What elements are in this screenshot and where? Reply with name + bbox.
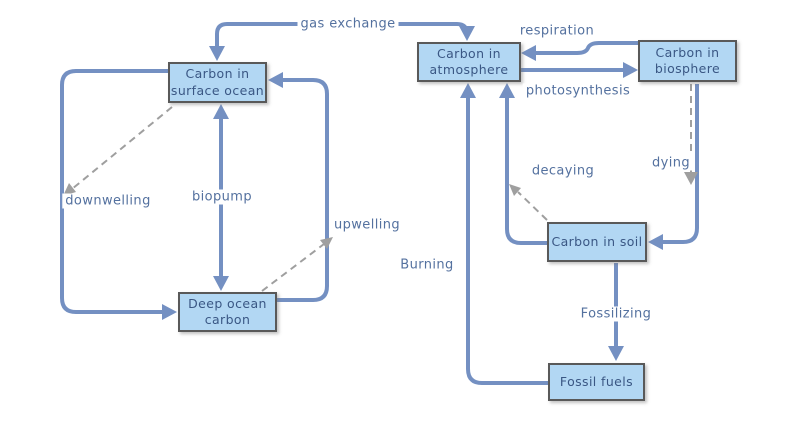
- node-deep-ocean-carbon: Deep ocean carbon: [178, 292, 277, 332]
- edge-label-fossilizing: Fossilizing: [577, 306, 655, 322]
- arrowhead-gas-exchange-to-atmosphere: [459, 26, 475, 41]
- edge-label-respiration: respiration: [516, 23, 598, 39]
- pointer-arrowhead-decaying: [509, 184, 521, 196]
- pointer-downwelling-line: [71, 106, 173, 190]
- arrowhead-respiration: [521, 45, 536, 61]
- node-carbon-in-soil: Carbon in soil: [547, 222, 647, 262]
- edge-label-gas-exchange: gas exchange: [297, 16, 399, 32]
- edge-label-burning: Burning: [397, 257, 457, 273]
- pointer-upwelling-line: [261, 243, 325, 292]
- edge-label-biopump: biopump: [188, 189, 256, 205]
- arrowhead-dying-flow-to-soil: [648, 234, 663, 250]
- edge-respiration-line: [536, 41, 638, 55]
- edge-label-photosynthesis: photosynthesis: [522, 83, 634, 99]
- arrowhead-photosynthesis: [623, 62, 638, 78]
- edge-decaying-flow-line: [505, 97, 547, 245]
- edge-upwelling-loop-line: [277, 78, 329, 302]
- arrowhead-biopump-up: [213, 104, 229, 119]
- edge-downwelling-loop-line: [60, 69, 168, 314]
- node-carbon-in-biosphere: Carbon in biosphere: [638, 40, 737, 82]
- node-carbon-in-surface-ocean: Carbon in surface ocean: [168, 62, 267, 103]
- arrowhead-biopump-down: [213, 276, 229, 291]
- arrowhead-downwelling-to-deep-ocean: [162, 304, 177, 320]
- node-carbon-in-atmosphere: Carbon in atmosphere: [417, 42, 521, 82]
- edge-burning-line: [466, 97, 548, 385]
- edge-label-upwelling: upwelling: [330, 217, 404, 233]
- arrowhead-decaying-flow-to-atmosphere: [499, 83, 515, 98]
- arrowhead-upwelling-to-surface-ocean: [268, 72, 283, 88]
- pointer-arrowhead-dying: [684, 172, 698, 185]
- pointer-decaying-line: [517, 191, 548, 221]
- pointer-arrowhead-downwelling: [63, 183, 76, 196]
- pointer-arrowhead-upwelling: [320, 237, 333, 249]
- arrowhead-fossilizing-to-fossil-fuels: [608, 346, 624, 361]
- edge-label-downwelling: downwelling: [62, 193, 154, 209]
- arrowhead-burning-to-atmosphere: [460, 83, 476, 98]
- edge-label-dying: dying: [648, 155, 694, 171]
- arrowhead-gas-exchange-to-ocean: [209, 46, 225, 61]
- edge-dying-flow-line: [663, 84, 699, 244]
- node-fossil-fuels: Fossil fuels: [548, 363, 645, 401]
- edge-label-decaying: decaying: [528, 163, 598, 179]
